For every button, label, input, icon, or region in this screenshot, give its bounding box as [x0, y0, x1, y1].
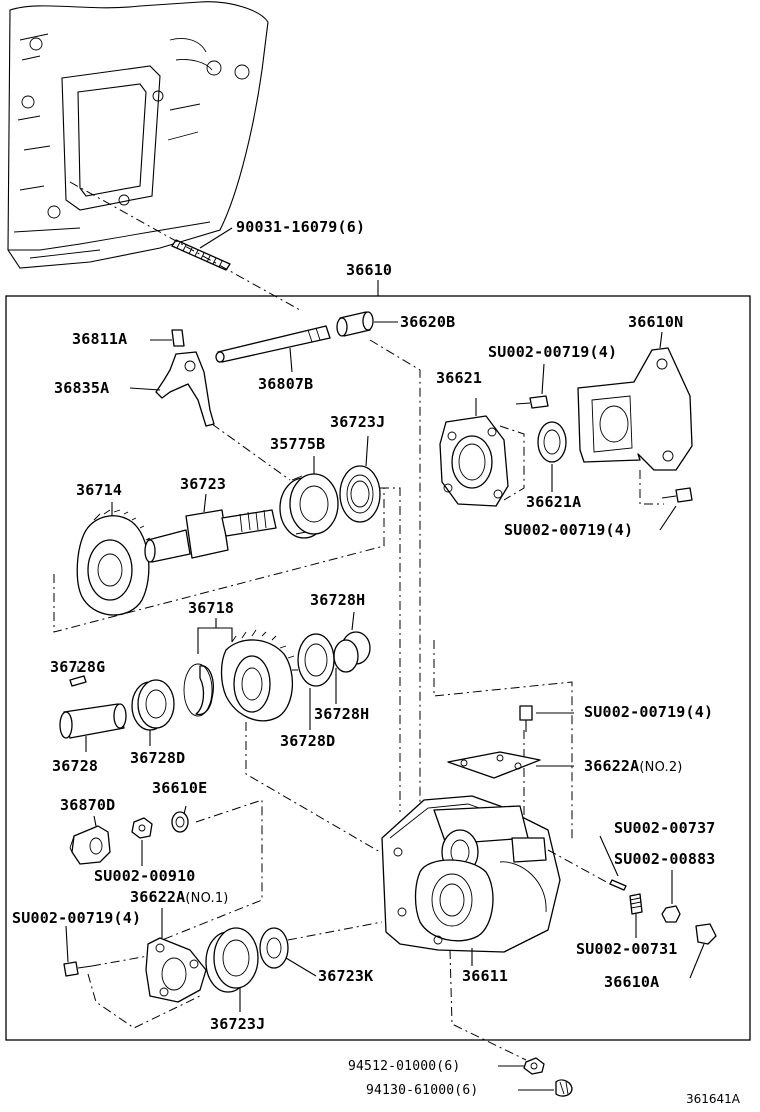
- label-plate-no2: 36622A(NO.2): [584, 758, 683, 776]
- gasket-36621-drawing: [439, 398, 509, 507]
- washer-36610e-drawing: [171, 805, 189, 833]
- label-su002-00737: SU002-00737: [614, 819, 716, 837]
- quantity: (6): [454, 1083, 479, 1098]
- nut-94512-drawing: [498, 1057, 545, 1075]
- label-36621a: 36621A: [526, 493, 582, 511]
- label-36610n: 36610N: [628, 313, 684, 331]
- part-number: 36622A: [584, 757, 640, 775]
- nut-su002-00910-drawing: [131, 817, 153, 866]
- figure-id: 361641A: [686, 1092, 741, 1106]
- label-36870d: 36870D: [60, 796, 116, 814]
- quantity: (6): [436, 1059, 461, 1074]
- plate-no2-drawing: [447, 751, 574, 779]
- label-bolt-top: SU002-00719(4): [488, 344, 617, 361]
- label-36728d-right: 36728D: [280, 732, 336, 750]
- label-36835a: 36835A: [54, 379, 110, 397]
- shift-shaft-drawing: [215, 325, 331, 373]
- spring-su002-00731-drawing: [629, 893, 643, 938]
- stud-bolt-drawing: [171, 227, 233, 271]
- label-36728h-top: 36728H: [310, 591, 366, 609]
- label-36728h-bottom: 36728H: [314, 705, 370, 723]
- sleeve-35775b-drawing: [279, 456, 339, 539]
- label-36728: 36728: [52, 757, 99, 775]
- label-nut-94512: 94512-01000(6): [348, 1058, 460, 1075]
- washer-94130-drawing: [518, 1079, 573, 1097]
- ball-su002-00883-drawing: [661, 870, 681, 923]
- label-bolt-right: SU002-00719(4): [504, 522, 633, 539]
- label-bolt-mid: SU002-00719(4): [584, 704, 713, 721]
- bolt-right-drawing: [659, 487, 693, 531]
- label-su002-00883: SU002-00883: [614, 850, 716, 868]
- label-plate-no1: 36622A(NO.1): [130, 889, 229, 907]
- label-36807b: 36807B: [258, 375, 314, 393]
- label-35775b: 35775B: [270, 435, 326, 453]
- label-36723j-top: 36723J: [330, 413, 386, 431]
- label-bolt-left: SU002-00719(4): [12, 910, 141, 927]
- label-36610a: 36610A: [604, 973, 660, 991]
- label-36714: 36714: [76, 481, 123, 499]
- snap-rings-36728h-drawing: [333, 611, 371, 704]
- quantity: (4): [589, 343, 618, 361]
- bearing-36728d-left-drawing: [131, 679, 175, 746]
- label-36610e: 36610E: [152, 779, 208, 797]
- transmission-case-drawing: [7, 1, 269, 269]
- label-36723: 36723: [180, 475, 227, 493]
- bearing-36728d-right-drawing: [297, 633, 335, 730]
- case-36611-drawing: [381, 795, 561, 966]
- label-36723j-bottom: 36723J: [210, 1015, 266, 1033]
- gear-36714-drawing: [76, 502, 151, 616]
- label-assembly-36610: 36610: [346, 261, 393, 279]
- bolt-top-drawing: [515, 363, 549, 409]
- quantity: (4): [113, 909, 142, 927]
- label-36811a: 36811A: [72, 330, 128, 348]
- quantity: (4): [685, 703, 714, 721]
- label-36723k: 36723K: [318, 967, 374, 985]
- plug-36610a-drawing: [689, 923, 717, 979]
- quantity: (6): [337, 218, 366, 236]
- label-36728d-left: 36728D: [130, 749, 186, 767]
- label-stud-bolt: 90031-16079(6): [236, 219, 365, 236]
- snap-ring-drawing: [195, 665, 214, 716]
- label-su002-00731: SU002-00731: [576, 940, 678, 958]
- part-number: SU002-00719: [504, 521, 606, 539]
- bearing-36723j-bottom-drawing: [205, 927, 259, 1012]
- part-number: 90031-16079: [236, 218, 338, 236]
- label-36621: 36621: [436, 369, 483, 387]
- seal-36723k-drawing: [259, 927, 317, 977]
- spring-su002-00737-drawing: [599, 835, 627, 891]
- label-washer-94130: 94130-61000(6): [366, 1082, 478, 1099]
- bushing-36620b-drawing: [336, 311, 398, 337]
- plate-no1-drawing: [145, 908, 207, 1003]
- seal-36621a-drawing: [537, 421, 567, 492]
- cover-36610n-drawing: [577, 331, 693, 471]
- part-number: SU002-00719: [12, 909, 114, 927]
- label-su002-00910: SU002-00910: [94, 867, 196, 885]
- part-number: 94512-01000: [348, 1059, 437, 1074]
- bearing-36723j-top-drawing: [339, 435, 381, 523]
- part-number: SU002-00719: [488, 343, 590, 361]
- gear-36718-drawing: [197, 618, 298, 722]
- part-number: 94130-61000: [366, 1083, 455, 1098]
- quantity: (4): [605, 521, 634, 539]
- bolt-mid-drawing: [519, 705, 574, 732]
- label-36728g: 36728G: [50, 658, 106, 676]
- label-36620b: 36620B: [400, 313, 456, 331]
- part-number: SU002-00719: [584, 703, 686, 721]
- bolt-left-drawing: [63, 925, 93, 977]
- shift-fork-drawing: [129, 351, 215, 427]
- shaft-36728-drawing: [59, 703, 127, 752]
- housing-36870d-drawing: [69, 815, 111, 865]
- part-number: 36622A: [130, 888, 186, 906]
- shaft-36723-drawing: [144, 493, 277, 563]
- plate-note: (NO.1): [185, 891, 229, 906]
- plate-note: (NO.2): [639, 760, 683, 775]
- pin-36811a-drawing: [150, 329, 185, 347]
- pin-36728g-drawing: [69, 666, 87, 687]
- label-36611: 36611: [462, 967, 509, 985]
- label-36718: 36718: [188, 599, 235, 617]
